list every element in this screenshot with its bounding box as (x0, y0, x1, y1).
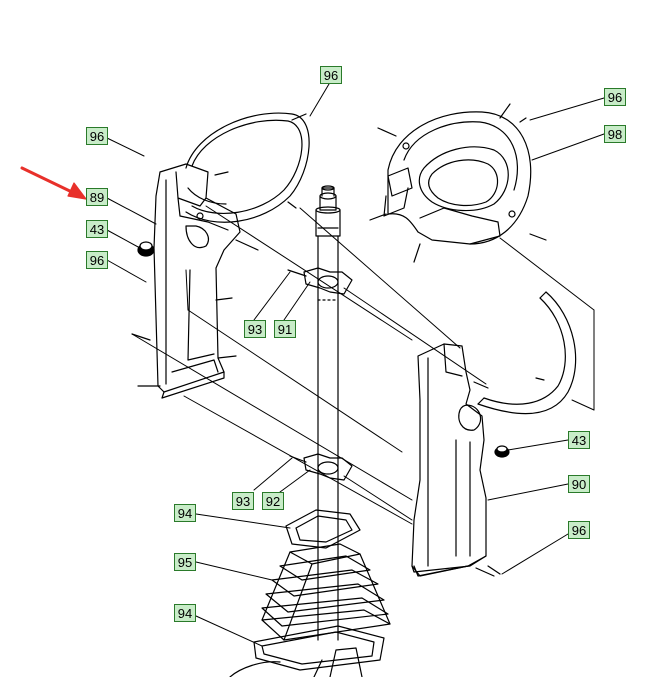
callout-96-bottom: 96 (568, 521, 590, 539)
callout-96-top: 96 (320, 66, 342, 84)
callout-96-left: 96 (86, 127, 108, 145)
assembly-lines (106, 83, 605, 647)
upper-seal-frame (285, 509, 361, 549)
left-column-housing (131, 163, 259, 399)
callout-89: 89 (86, 188, 108, 206)
left-shroud-ring (185, 112, 310, 223)
callout-43-right: 43 (568, 431, 590, 449)
callout-93-top: 93 (244, 320, 266, 338)
lower-base-plate (229, 625, 385, 677)
callout-93-bottom: 93 (232, 492, 254, 510)
callout-92: 92 (262, 492, 284, 510)
lower-clamp (289, 453, 353, 481)
callout-96-right: 96 (604, 88, 626, 106)
callout-91: 91 (274, 320, 296, 338)
callout-95: 95 (174, 553, 196, 571)
right-shroud (369, 103, 547, 263)
callout-90: 90 (568, 475, 590, 493)
callout-98: 98 (604, 125, 626, 143)
knob-left (137, 241, 155, 257)
rubber-boot (261, 543, 391, 641)
right-column-housing (411, 343, 501, 577)
upper-clamp (287, 267, 353, 295)
callout-94-bottom: 94 (174, 604, 196, 622)
right-lower-shroud (477, 291, 577, 415)
red-pointer-arrow (20, 166, 87, 200)
knob-right (494, 445, 510, 458)
callout-96-left2: 96 (86, 251, 108, 269)
control-shaft (315, 185, 341, 641)
callout-43-left: 43 (86, 220, 108, 238)
callout-94-top: 94 (174, 504, 196, 522)
